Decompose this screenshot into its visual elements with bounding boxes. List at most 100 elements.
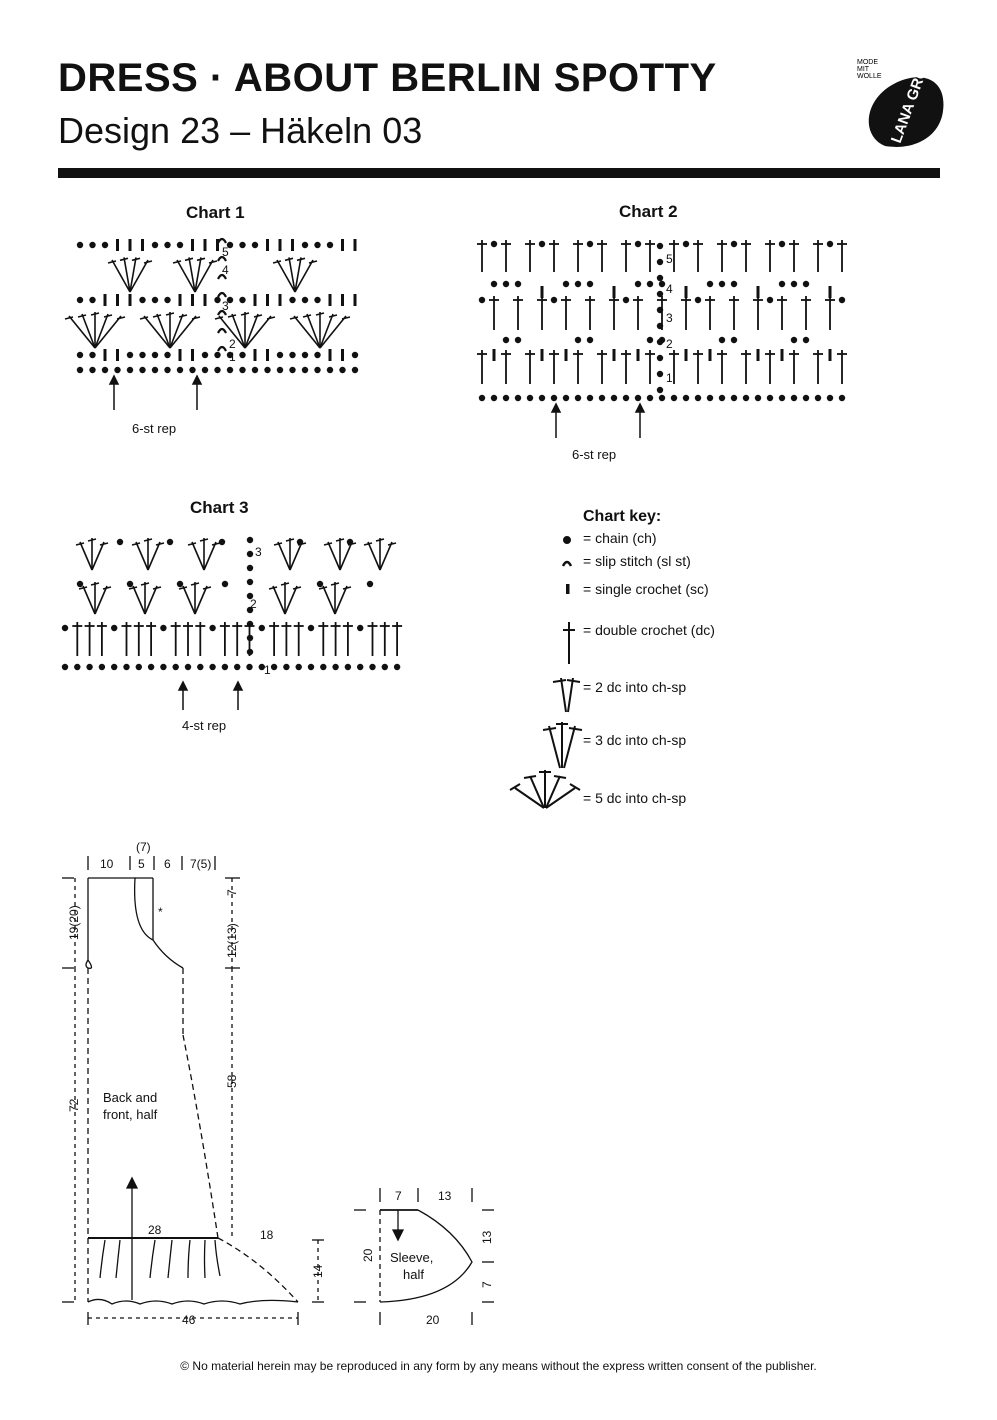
fan-bar xyxy=(315,312,325,316)
fan-stem xyxy=(82,585,96,615)
chain-symbol xyxy=(314,366,321,374)
chain-symbol xyxy=(718,394,726,402)
fan-stem xyxy=(79,541,93,571)
chart3-diagram xyxy=(61,536,403,671)
fan-stem xyxy=(191,541,205,571)
fan-bar xyxy=(178,586,188,590)
sleeve-label-1: Sleeve, xyxy=(390,1250,433,1265)
chain-symbol xyxy=(656,242,664,250)
fan-bar xyxy=(140,582,150,586)
chain-symbol xyxy=(730,280,738,288)
chain-symbol xyxy=(838,296,846,304)
dress-left-19: 19(20) xyxy=(67,905,81,940)
slip-stitch-symbol xyxy=(217,327,227,334)
sc-symbol xyxy=(103,349,107,361)
fan-stem xyxy=(81,313,96,349)
chain-symbol xyxy=(226,351,234,359)
chain-symbol xyxy=(307,663,315,671)
sleeve-top-7: 7 xyxy=(395,1189,402,1203)
chain-symbol xyxy=(276,351,284,359)
chain-symbol xyxy=(135,663,142,671)
chain-symbol xyxy=(246,592,254,600)
dress-top-5: 5 xyxy=(138,857,145,871)
chain-symbol xyxy=(164,241,171,249)
key-chain-label: = chain (ch) xyxy=(583,530,657,546)
slip-stitch-symbol xyxy=(217,255,227,262)
fan-bar xyxy=(64,316,74,320)
key-single-crochet-label: = single crochet (sc) xyxy=(583,581,709,597)
fan-bar xyxy=(165,312,175,316)
chain-symbol xyxy=(502,336,510,344)
chart1-row-1: 1 xyxy=(229,350,236,364)
sc-symbol xyxy=(341,239,344,251)
sc-symbol xyxy=(178,294,182,306)
fan-bar xyxy=(272,260,282,264)
double-crochet-icon xyxy=(563,622,575,664)
fan-stem xyxy=(94,313,109,349)
chain-symbol xyxy=(574,394,582,402)
fan-stem xyxy=(379,541,393,571)
chain-symbol xyxy=(301,366,309,374)
chart2-row-1: 1 xyxy=(666,371,673,385)
fan-bar xyxy=(253,314,263,318)
chain-symbol xyxy=(718,280,726,288)
dress-right-7: 7 xyxy=(225,889,239,896)
chain-symbol xyxy=(289,366,296,374)
chain-symbol xyxy=(332,663,339,671)
fan-stem xyxy=(129,257,137,293)
chain-symbol xyxy=(89,296,96,304)
chain-symbol xyxy=(656,306,664,314)
chain-symbol xyxy=(766,296,774,304)
fan-stem xyxy=(188,257,196,293)
chain-symbol xyxy=(478,296,486,304)
chart2-diagram xyxy=(477,240,847,402)
chain-symbol xyxy=(790,280,798,288)
chain-symbol xyxy=(139,366,146,374)
chain-symbol xyxy=(147,663,155,671)
chain-symbol xyxy=(658,394,666,402)
sc-symbol xyxy=(178,349,182,361)
fan-stem xyxy=(169,315,197,349)
fan-bar xyxy=(187,542,197,546)
chain-symbol xyxy=(164,296,171,304)
chain-symbol xyxy=(344,663,352,671)
chain-symbol xyxy=(201,351,209,359)
fan-stem xyxy=(294,257,302,293)
chain-symbol xyxy=(76,366,84,374)
fan-bar xyxy=(90,582,100,586)
sc-symbol xyxy=(278,294,282,306)
fan-stem xyxy=(123,257,131,293)
chain-symbol xyxy=(189,366,196,374)
fan-stem xyxy=(218,315,246,349)
chain-symbol xyxy=(301,296,309,304)
chain-symbol xyxy=(246,634,254,642)
chain-symbol xyxy=(634,394,642,402)
chain-symbol xyxy=(656,322,664,330)
chart1-row-2: 2 xyxy=(229,337,236,351)
chain-symbol xyxy=(490,280,498,288)
fan-stem xyxy=(277,541,291,571)
chain-symbol xyxy=(111,624,118,632)
chain-symbol xyxy=(101,366,109,374)
logo-tagline-3: WOLLE xyxy=(857,73,882,80)
sc-symbol xyxy=(191,239,194,251)
chain-symbol xyxy=(209,663,216,671)
chain-symbol xyxy=(622,394,630,402)
fan-bar xyxy=(273,542,283,546)
chain-symbol xyxy=(478,394,486,402)
chain-symbol xyxy=(151,241,159,249)
dress-hem-28: 28 xyxy=(148,1223,162,1237)
sc-symbol xyxy=(353,294,357,306)
slip-stitch-symbol xyxy=(217,273,227,280)
chain-symbol xyxy=(307,624,315,632)
sleeve-bottom-20: 20 xyxy=(426,1313,440,1327)
fan-stem xyxy=(94,585,108,615)
dress-schematic xyxy=(62,856,324,1325)
chain-symbol xyxy=(172,663,179,671)
fan-stem xyxy=(91,541,105,571)
dress-label-1: Back and xyxy=(103,1090,157,1105)
sc-symbol xyxy=(278,239,282,251)
chain-symbol xyxy=(586,280,594,288)
chain-symbol xyxy=(116,538,124,546)
chain-symbol xyxy=(694,296,702,304)
